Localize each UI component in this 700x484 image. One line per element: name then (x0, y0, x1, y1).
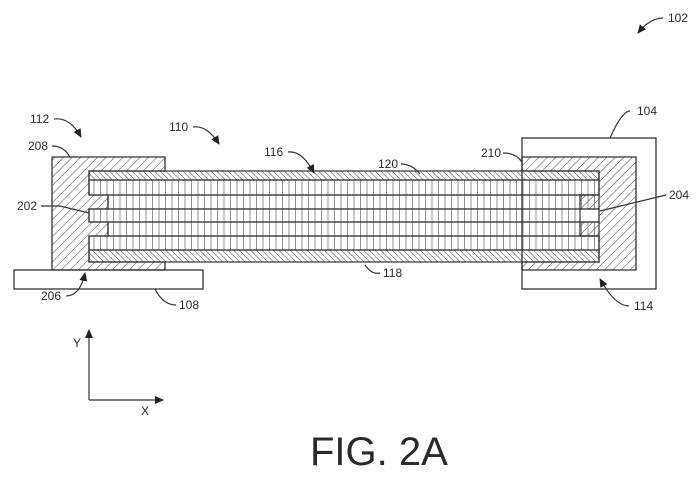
label-112: 112 (30, 112, 49, 126)
leader-210 (502, 152, 523, 163)
label-110: 110 (169, 120, 188, 134)
leader-116 (287, 151, 315, 174)
leader-208 (51, 145, 71, 158)
label-206: 206 (41, 289, 61, 303)
label-210: 210 (481, 146, 501, 160)
y-axis-label: Y (73, 336, 81, 350)
leader-110 (192, 126, 220, 145)
substrate-left (13, 269, 204, 290)
dielectric-layer-5 (88, 235, 600, 251)
label-114: 114 (634, 299, 653, 313)
leader-118 (364, 264, 381, 274)
dielectric-layer-3 (88, 208, 581, 223)
leader-206 (65, 272, 88, 297)
x-axis-label: X (141, 404, 149, 418)
leader-104 (609, 110, 631, 139)
label-118: 118 (383, 266, 402, 280)
leader-102 (637, 17, 664, 34)
label-116: 116 (264, 145, 283, 159)
dielectric-layer-1 (88, 179, 600, 196)
leader-204 (599, 194, 667, 212)
label-104: 104 (637, 104, 657, 118)
label-108: 108 (179, 298, 199, 312)
leader-108 (154, 288, 177, 306)
label-102: 102 (668, 11, 688, 25)
label-208: 208 (28, 139, 48, 153)
bottom-cap-layer (88, 249, 600, 263)
label-202: 202 (17, 199, 37, 213)
dielectric-layer-4 (107, 221, 600, 237)
dielectric-layer-2 (107, 194, 600, 210)
label-204: 204 (669, 188, 689, 202)
leader-114 (599, 278, 630, 307)
label-120: 120 (378, 157, 398, 171)
leader-112 (53, 118, 82, 138)
top-cap-layer (88, 170, 600, 181)
leader-202 (41, 205, 90, 214)
figure-title: FIG. 2A (310, 430, 448, 474)
leader-120 (400, 163, 421, 175)
